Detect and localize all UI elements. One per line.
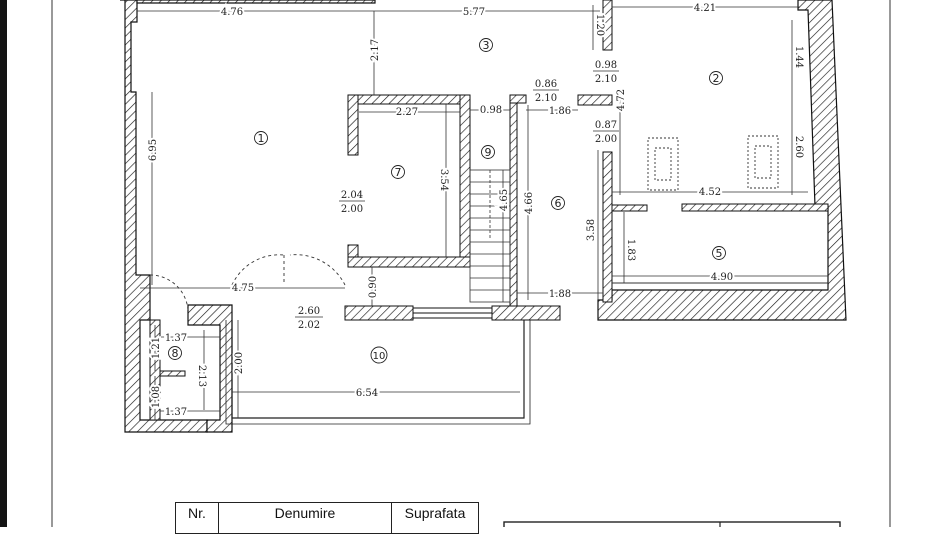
room-8-label: 8 <box>172 347 179 360</box>
dim-h-475: 4.75 <box>232 283 254 294</box>
left-edge-bar <box>0 0 7 527</box>
dim-v-183: 1.83 <box>625 239 636 261</box>
dim-win-260-bottom: 2.02 <box>298 320 320 331</box>
room-1-label: 1 <box>258 132 265 145</box>
exterior-wall-east <box>597 0 847 321</box>
dim-h-188: 1.88 <box>549 289 571 300</box>
wall-room7-left-lower <box>347 244 359 258</box>
dim-v-120: 1.20 <box>594 14 605 36</box>
dim-v-090: 0.90 <box>368 276 379 298</box>
col-suprafata: Suprafata <box>391 502 479 534</box>
dim-h-137-bottom: 1.37 <box>165 407 187 418</box>
dim-v-465: 4.65 <box>499 189 510 211</box>
dim-v-108: 1.08 <box>151 386 162 408</box>
room-labels: 1 2 3 5 6 7 8 9 10 <box>168 38 726 364</box>
room-6-label: 6 <box>555 197 562 210</box>
fixtures-room2 <box>647 135 779 191</box>
dim-top-421: 4.21 <box>694 3 716 14</box>
dim-h-452: 4.52 <box>699 187 721 198</box>
dim-h-227: 2.27 <box>396 107 418 118</box>
dim-h-137-top: 1.37 <box>165 333 187 344</box>
dim-door-087-bottom: 2.00 <box>595 134 617 145</box>
wall-south-left <box>344 305 414 321</box>
col-nr: Nr. <box>175 502 219 534</box>
dim-v-213: 2.13 <box>196 365 207 387</box>
dim-v-121: 1.21 <box>151 337 162 359</box>
dim-win-260-top: 2.60 <box>298 306 320 317</box>
terrace-outline-inner <box>225 320 531 425</box>
dim-door-098-bottom: 2.10 <box>595 74 617 85</box>
room-5-label: 5 <box>716 247 723 260</box>
dim-h-654: 6.54 <box>356 388 378 399</box>
dim-v-354: 3.54 <box>438 169 449 191</box>
wall-room8-top <box>187 304 233 433</box>
room-10-label: 10 <box>373 351 386 362</box>
right-table-top <box>503 521 841 527</box>
dim-win-204-bottom: 2.00 <box>341 204 363 215</box>
wall-stair-right <box>509 94 518 321</box>
wall-room8-divider <box>159 370 186 377</box>
room-7-label: 7 <box>395 166 402 179</box>
dimension-lines <box>137 5 828 420</box>
dim-v-466: 4.66 <box>524 192 535 214</box>
door-swings <box>149 254 346 311</box>
room-3-label: 3 <box>483 39 490 52</box>
col-denumire: Denumire <box>218 502 392 534</box>
dim-v-260: 2.60 <box>793 136 804 158</box>
wall-room6-right-lower <box>602 151 613 303</box>
dim-v-200: 2.00 <box>234 352 245 374</box>
room-2-label: 2 <box>713 72 720 85</box>
dim-door-086-bottom: 2.10 <box>535 93 557 104</box>
dim-h-186: 1.86 <box>549 106 571 117</box>
dim-v-695: 6.95 <box>148 139 159 161</box>
dim-h-098: 0.98 <box>480 105 502 116</box>
dim-v-217: 2.17 <box>370 39 381 61</box>
room-9-label: 9 <box>485 146 492 159</box>
dim-win-204-top: 2.04 <box>341 190 363 201</box>
dim-door-098-top: 0.98 <box>595 60 617 71</box>
dim-top-577: 5.77 <box>463 7 485 18</box>
wall-door-stub <box>509 94 527 104</box>
legend-table: Nr. Denumire Suprafata <box>175 502 479 534</box>
dim-door-087-top: 0.87 <box>595 120 617 131</box>
dim-door-086-top: 0.86 <box>535 79 557 90</box>
dim-v-472: 4.72 <box>616 89 627 111</box>
wall-south-right <box>491 305 561 321</box>
wall-room5-top-b <box>681 203 829 212</box>
exterior-wall-top-left <box>136 0 376 4</box>
dim-top-476: 4.76 <box>221 7 243 18</box>
dim-h-490: 4.90 <box>711 272 733 283</box>
dim-v-358: 3.58 <box>586 219 597 241</box>
wall-room6-top-right <box>577 94 613 106</box>
wall-room7-top <box>347 94 471 105</box>
wall-room7-left-upper <box>347 94 359 156</box>
wall-room7-bottom <box>347 256 471 268</box>
terrace-outline <box>231 320 525 419</box>
wall-room7-right <box>459 94 471 268</box>
dim-v-144: 1.44 <box>793 46 804 68</box>
exterior-wall-west <box>120 0 208 433</box>
wall-top-middle <box>602 0 613 51</box>
wall-room5-top-a <box>611 204 648 212</box>
